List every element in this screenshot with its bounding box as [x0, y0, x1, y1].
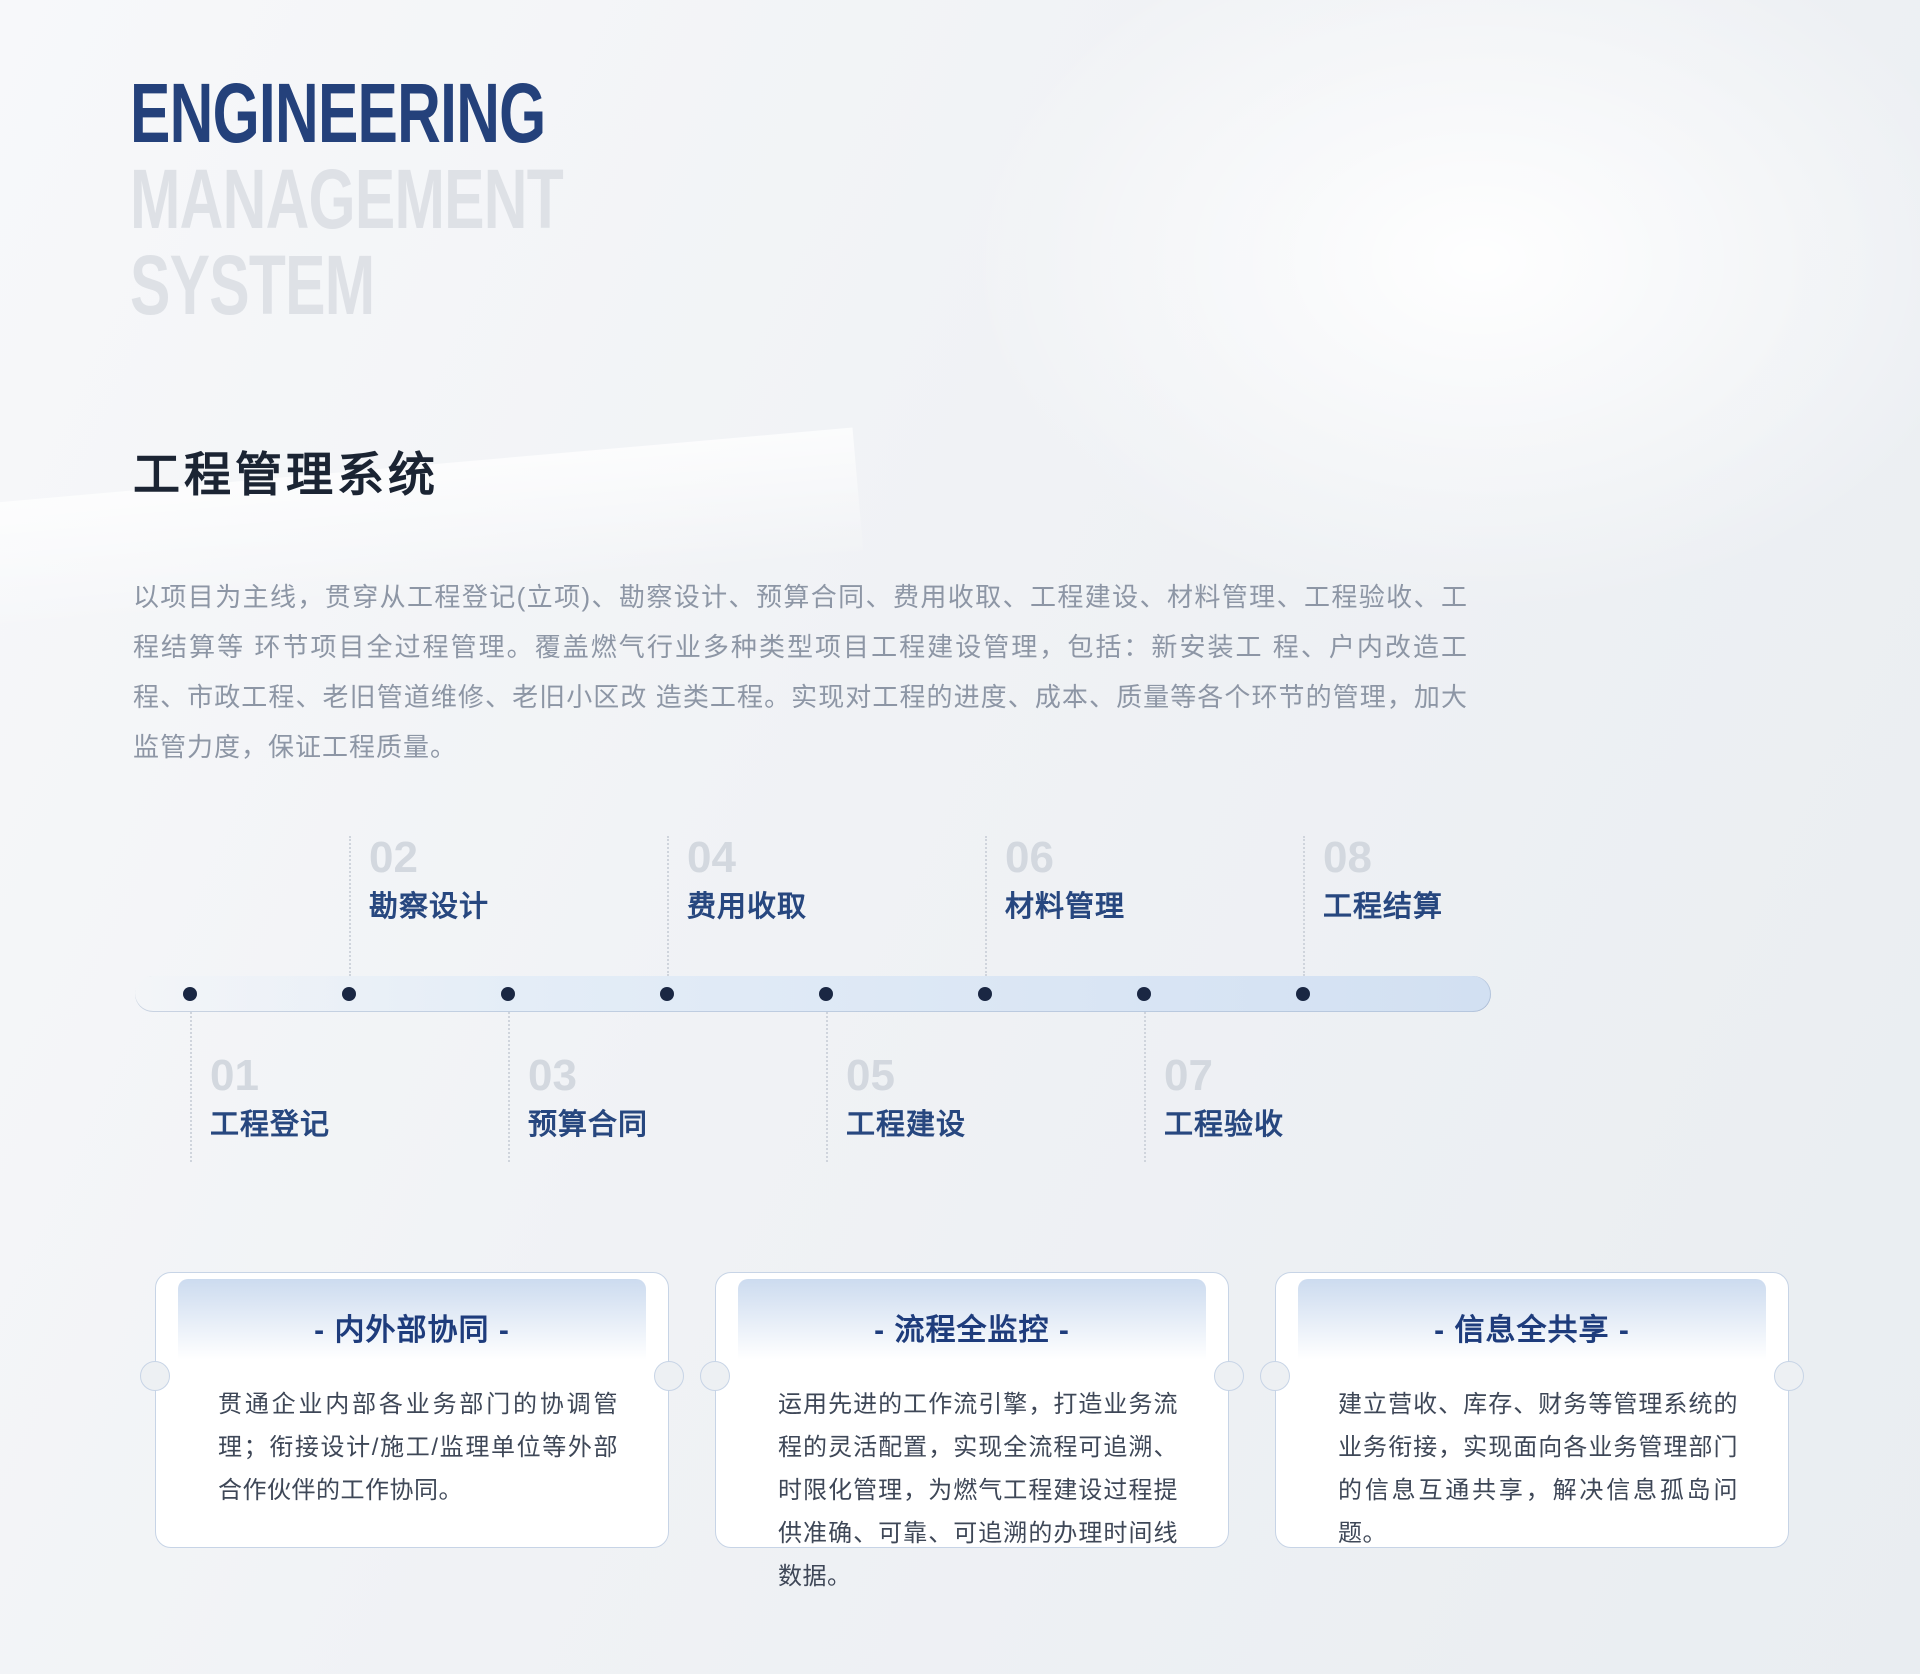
dotted-connector	[667, 836, 669, 976]
intro-paragraph: 以项目为主线，贯穿从工程登记(立项)、勘察设计、预算合同、费用收取、工程建设、材…	[133, 582, 1468, 762]
timeline-dot	[342, 987, 356, 1001]
card-title: - 内外部协同 -	[314, 1314, 510, 1347]
card-body: 建立营收、库存、财务等管理系统的业务衔接，实现面向各业务管理部门的信息互通共享，…	[1338, 1391, 1738, 1547]
feature-cards: - 内外部协同 - 贯通企业内部各业务部门的协调管理；衔接设计/施工/监理单位等…	[140, 1272, 1804, 1590]
timeline-step-01: 01 工程登记	[190, 1012, 331, 1162]
dotted-connector	[508, 1012, 510, 1162]
timeline-dot	[501, 987, 515, 1001]
dotted-connector	[985, 836, 987, 976]
timeline-step-07: 07 工程验收	[1144, 1012, 1285, 1162]
hero-line-management: MANAGEMENT	[130, 152, 564, 246]
step-label: 勘察设计	[369, 891, 490, 923]
step-number: 08	[1323, 833, 1372, 882]
step-label: 工程登记	[210, 1109, 331, 1141]
step-number: 05	[846, 1051, 895, 1100]
card-title: - 流程全监控 -	[874, 1314, 1070, 1347]
card-notch-left	[700, 1361, 730, 1391]
card-notch-right	[1774, 1361, 1804, 1391]
timeline-step-05: 05 工程建设	[826, 1012, 967, 1162]
step-number: 04	[687, 833, 736, 882]
page-title: 工程管理系统	[133, 448, 439, 501]
process-timeline: 01 工程登记 02 勘察设计 03 预算合同 04 费用收取 05 工程建设 …	[135, 830, 1495, 1170]
card-notch-right	[654, 1361, 684, 1391]
step-number: 06	[1005, 833, 1054, 882]
step-number: 02	[369, 833, 418, 882]
dotted-connector	[349, 836, 351, 976]
hero-line-system: SYSTEM	[130, 238, 375, 332]
timeline-dot	[660, 987, 674, 1001]
step-label: 预算合同	[528, 1109, 649, 1141]
timeline-step-06: 06 材料管理	[985, 830, 1126, 976]
timeline-step-03: 03 预算合同	[508, 1012, 649, 1162]
timeline-dot	[183, 987, 197, 1001]
card-body: 贯通企业内部各业务部门的协调管理；衔接设计/施工/监理单位等外部合作伙伴的工作协…	[218, 1391, 618, 1504]
card-header-gradient	[738, 1279, 1206, 1363]
step-label: 材料管理	[1005, 891, 1126, 923]
hero-title: ENGINEERING MANAGEMENT SYSTEM	[130, 66, 564, 332]
step-label: 工程结算	[1323, 891, 1444, 923]
hero-line-engineering: ENGINEERING	[130, 66, 546, 160]
timeline-step-02: 02 勘察设计	[349, 830, 490, 976]
card-body: 运用先进的工作流引擎，打造业务流程的灵活配置，实现全流程可追溯、时限化管理，为燃…	[778, 1391, 1178, 1590]
step-number: 07	[1164, 1051, 1213, 1100]
timeline-step-08: 08 工程结算	[1303, 830, 1444, 976]
card-notch-left	[1260, 1361, 1290, 1391]
card-header-gradient	[1298, 1279, 1766, 1363]
timeline-step-04: 04 费用收取	[667, 830, 808, 976]
card-header-gradient	[178, 1279, 646, 1363]
step-label: 工程建设	[846, 1109, 967, 1141]
dotted-connector	[1303, 836, 1305, 976]
timeline-dot	[978, 987, 992, 1001]
card-title: - 信息全共享 -	[1434, 1314, 1630, 1347]
step-number: 01	[210, 1051, 259, 1100]
timeline-dot	[1296, 987, 1310, 1001]
step-label: 费用收取	[687, 891, 808, 923]
dotted-connector	[190, 1012, 192, 1162]
dotted-connector	[826, 1012, 828, 1162]
feature-card-info-sharing: - 信息全共享 - 建立营收、库存、财务等管理系统的业务衔接，实现面向各业务管理…	[1260, 1272, 1804, 1548]
timeline-bar	[135, 976, 1491, 1012]
timeline-dot	[819, 987, 833, 1001]
step-number: 03	[528, 1051, 577, 1100]
timeline-dot	[1137, 987, 1151, 1001]
feature-card-process-monitoring: - 流程全监控 - 运用先进的工作流引擎，打造业务流程的灵活配置，实现全流程可追…	[700, 1272, 1244, 1590]
dotted-connector	[1144, 1012, 1146, 1162]
card-notch-right	[1214, 1361, 1244, 1391]
feature-card-collaboration: - 内外部协同 - 贯通企业内部各业务部门的协调管理；衔接设计/施工/监理单位等…	[140, 1272, 684, 1548]
card-notch-left	[140, 1361, 170, 1391]
step-label: 工程验收	[1164, 1109, 1285, 1141]
